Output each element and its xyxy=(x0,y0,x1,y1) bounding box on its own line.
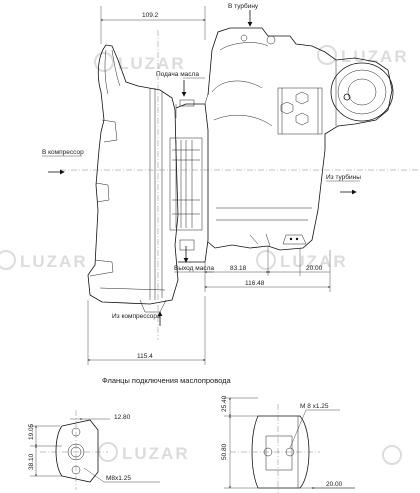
label-to-compressor: В компрессор xyxy=(42,149,84,156)
watermark-bottom-left: LUZAR xyxy=(98,442,190,463)
watermark-group: LUZAR LUZAR LUZAR LUZAR LUZAR xyxy=(0,45,409,465)
dim-83: 83.18 xyxy=(230,265,247,272)
watermark-text: LUZAR xyxy=(341,47,409,66)
leader-lines xyxy=(42,77,360,273)
label-oil-outlet: Выход масла xyxy=(174,265,214,272)
dim-top-width: 109.2 xyxy=(142,12,159,19)
flange-left xyxy=(30,410,160,490)
flow-arrows xyxy=(48,10,357,326)
flange-left-dim-19: 19.05 xyxy=(28,423,35,440)
label-from-turbine: Из турбины xyxy=(326,173,361,181)
watermark-bottom-right xyxy=(382,445,402,465)
dim-116: 116.48 xyxy=(245,280,265,287)
watermark-mid-left: LUZAR xyxy=(0,250,88,271)
flange-right-dim-50: 50.80 xyxy=(221,443,228,460)
flange-left-thread: M8x1.25 xyxy=(106,475,131,482)
label-to-turbine: В турбину xyxy=(228,2,259,10)
label-from-compressor: Из компрессора xyxy=(112,313,161,320)
watermark-text: LUZAR xyxy=(20,252,88,271)
flange-left-dim-12: 12.80 xyxy=(114,414,131,421)
compressor-housing xyxy=(60,30,420,340)
watermark-mid-right: LUZAR xyxy=(256,250,348,271)
dim-115: 115.4 xyxy=(137,353,153,360)
flange-right-dim-25: 25.40 xyxy=(221,395,228,412)
dimension-lines xyxy=(87,6,331,365)
watermark-top-left: LUZAR xyxy=(94,52,186,73)
flange-left-dim-38: 38.10 xyxy=(28,453,35,470)
turbine-housing xyxy=(207,27,394,251)
watermark-text: LUZAR xyxy=(280,252,348,271)
flange-right xyxy=(224,397,355,493)
dim-20-top: 20.00 xyxy=(306,265,323,272)
flange-right-thread: M 8 x1.25 xyxy=(300,403,329,410)
flanges-caption: Фланцы подключения маслопровода xyxy=(102,376,232,385)
watermark-text: LUZAR xyxy=(118,54,186,73)
label-oil-supply: Подача масла xyxy=(156,71,199,78)
watermark-text: LUZAR xyxy=(122,444,190,463)
flange-right-dim-20: 20.00 xyxy=(326,481,343,488)
watermark-top-right: LUZAR xyxy=(317,45,409,66)
